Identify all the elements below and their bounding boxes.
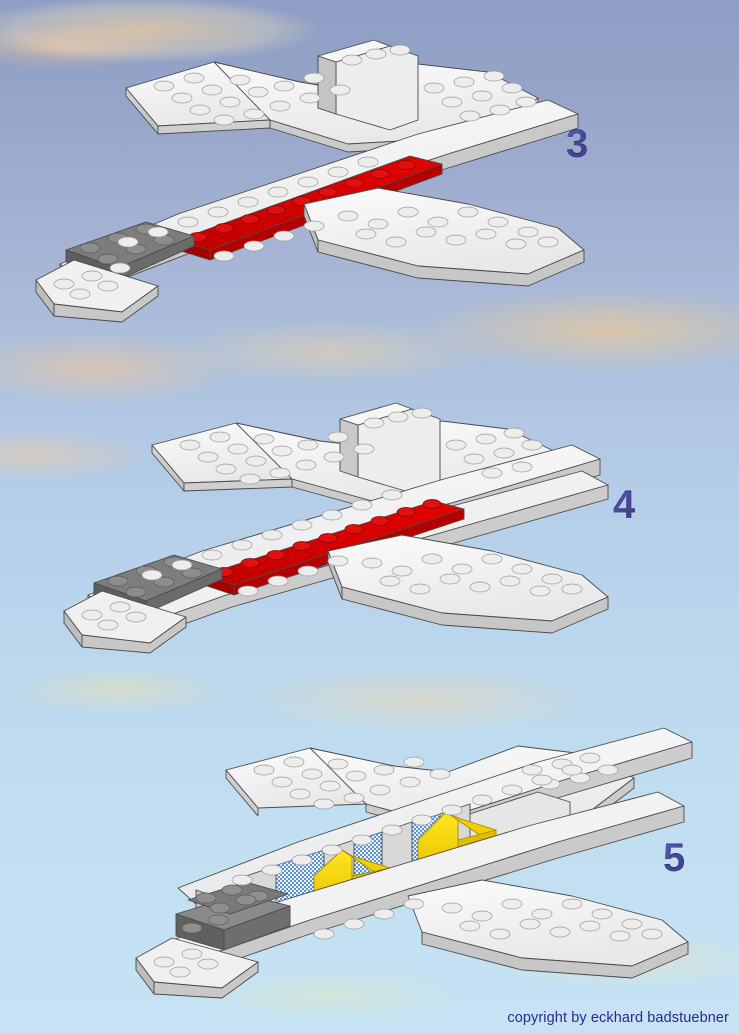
model-step-5 xyxy=(118,700,698,999)
model-step-3 xyxy=(18,28,598,323)
nose-plate-step-5 xyxy=(135,937,259,999)
airplane-svg-step-4 xyxy=(63,402,609,654)
model-step-4 xyxy=(52,383,632,654)
nose-plate-step-3 xyxy=(35,259,159,323)
step-number-5: 5 xyxy=(663,836,686,880)
tail-fin-step-4 xyxy=(339,402,441,494)
studs-step-4 xyxy=(81,407,583,631)
right-wing-step-3 xyxy=(303,187,585,287)
dark-grey-cockpit-step-5 xyxy=(175,881,291,951)
step-number-4: 4 xyxy=(613,483,636,527)
right-wing-step-4 xyxy=(327,534,609,634)
studs-step-3 xyxy=(53,44,559,300)
step-number-3: 3 xyxy=(566,122,589,166)
tail-fin-step-3 xyxy=(317,39,419,131)
studs-step-5 xyxy=(153,752,663,978)
right-wing-step-5 xyxy=(407,879,689,979)
airplane-svg-step-5 xyxy=(135,727,693,999)
copyright-notice: copyright by eckhard badstuebner xyxy=(507,1010,729,1026)
nose-plate-step-4 xyxy=(63,590,187,654)
airplane-svg-step-3 xyxy=(35,39,585,323)
